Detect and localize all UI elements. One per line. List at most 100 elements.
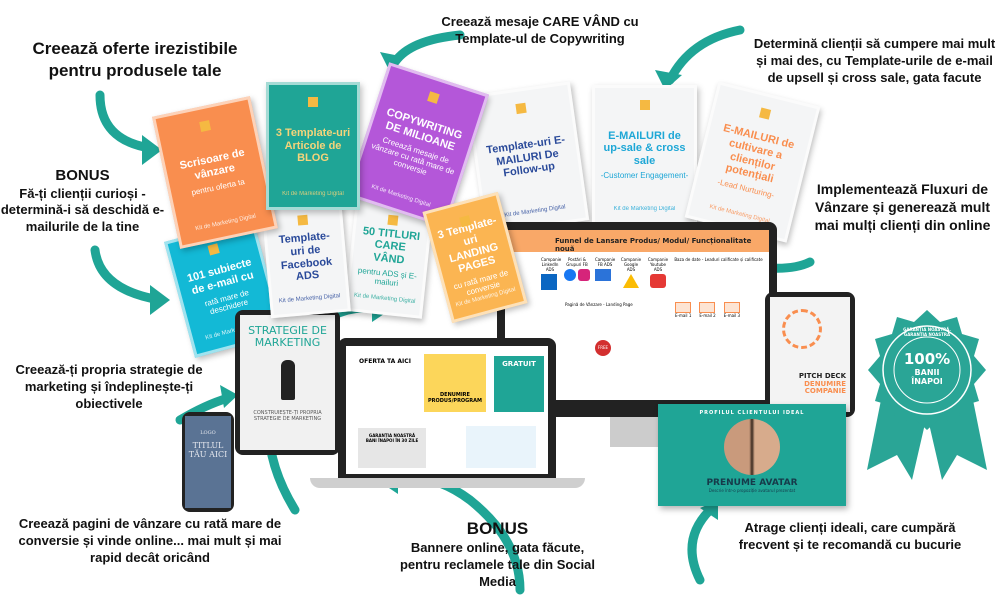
logo-icon xyxy=(639,100,650,110)
channel-fb-ads: Campanie FB ADS xyxy=(595,257,615,290)
book-title: 50 TITLURI CARE VÂND xyxy=(362,224,421,267)
laptop-base xyxy=(310,478,585,488)
banner-product: DENUMIRE PRODUS/PROGRAM xyxy=(424,354,486,412)
book-title: Template-uri E-MAILURI De Follow-up xyxy=(485,133,566,180)
arrow-icon xyxy=(90,245,165,305)
bonus-title: BONUS xyxy=(466,519,529,538)
gear-bulb-icon xyxy=(782,309,822,349)
envelope-icon xyxy=(723,302,740,313)
funnel-channels: Campanie LinkedIn ADS Postări & Grupuri … xyxy=(505,252,769,295)
channel-label: Campanie LinkedIn ADS xyxy=(541,257,562,272)
badge-ribbon-icon xyxy=(867,310,987,480)
book-footer: Kit de Marketing Digital xyxy=(613,206,676,212)
email-label: E-mail 2 xyxy=(699,313,716,318)
email-sequence: E-mail 1 E-mail 2 E-mail 3 xyxy=(675,302,740,318)
logo-icon xyxy=(297,214,309,226)
channel-label: Campanie Google ADS xyxy=(620,257,642,272)
channel-label: Campanie Youtube ADS xyxy=(647,257,669,272)
tablet-strategy: STRATEGIE DE MARKETING CONSTRUIEȘTE-ȚI P… xyxy=(235,310,340,455)
envelope-icon xyxy=(699,302,716,313)
badge-percent: 100% xyxy=(903,350,951,368)
avatar-photo xyxy=(724,419,780,475)
instagram-icon xyxy=(578,269,590,281)
ad-icon xyxy=(595,269,611,281)
badge-ring-text: GARANȚIA NOASTRĂ. GARANȚIA NOASTRĂ xyxy=(903,327,951,337)
caption-strategy: Creează-ți propria strategie de marketin… xyxy=(15,362,203,411)
email-label: E-mail 1 xyxy=(675,313,692,318)
free-badge: FREE xyxy=(595,340,611,356)
envelope-icon xyxy=(675,302,691,313)
channel-google-ads: Campanie Google ADS xyxy=(620,257,642,290)
book-footer: Kit de Marketing Digital xyxy=(370,183,432,209)
caption-offers: Creează oferte irezistibile pentru produ… xyxy=(32,39,238,81)
channel-label: Campanie FB ADS xyxy=(595,257,616,267)
book-footer: Kit de Marketing Digital xyxy=(353,292,416,305)
book-footer: Kit de Marketing Digital xyxy=(282,191,344,197)
channel-youtube: Campanie Youtube ADS xyxy=(647,257,669,290)
banner-offer: OFERTA TA AICI xyxy=(359,358,411,365)
arrow-icon xyxy=(95,90,155,153)
avatar-slide: PROFILUL CLIENTULUI IDEAL PRENUME AVATAR… xyxy=(658,404,846,506)
arrow-icon xyxy=(687,505,715,585)
channel-label: Postări & Grupuri FB xyxy=(566,257,588,267)
email-label: E-mail 3 xyxy=(723,313,741,318)
bonus-text: Fă-ți clienții curioși - determină-i să … xyxy=(0,185,165,235)
book-title: E-MAILURI de up-sale & cross sale xyxy=(603,129,686,167)
logo-icon xyxy=(199,120,212,132)
book-footer: Kit de Marketing Digital xyxy=(194,213,257,233)
pitch-company: DENUMIRE COMPANIE xyxy=(804,379,846,396)
google-ads-icon xyxy=(623,274,639,288)
banner-devices xyxy=(466,426,536,468)
book-lead-nurturing: E-MAILURI de cultivare a clienților pote… xyxy=(684,81,821,243)
caption-funnels: Implementează Fluxuri de Vânzare și gene… xyxy=(814,181,991,234)
bonus-title: BONUS xyxy=(55,167,110,184)
caption-sales-pages: Creează pagini de vânzare cu rată mare d… xyxy=(18,516,282,565)
database-label: Baza de date - Leaduri calificate și cal… xyxy=(674,257,763,262)
chess-king-icon xyxy=(280,360,295,401)
caption-upsell: Determină clienții să cumpere mai mult ș… xyxy=(753,36,996,85)
caption-ideal-clients: Atrage clienți ideali, care cumpără frec… xyxy=(738,520,962,552)
landing-page-node: Pagină de Vânzare - Landing Page xyxy=(565,302,633,307)
banner-free: GRATUIT xyxy=(494,356,544,412)
pitch-title: PITCH DECK xyxy=(798,371,846,380)
arrow-icon xyxy=(665,25,745,85)
channel-facebook: Postări & Grupuri FB xyxy=(564,257,590,290)
phone-logo: LOGO xyxy=(200,430,216,436)
logo-icon xyxy=(758,107,771,120)
banner-guarantee: GARANȚIA NOASTRĂ BANI ÎNAPOI ÎN 30 ZILE xyxy=(358,428,426,468)
book-footer: Kit de Marketing Digital xyxy=(504,204,566,219)
avatar-description: Descrie într-o propoziție avatarul preze… xyxy=(708,488,796,493)
phone-title: TITLUL TĂU AICI xyxy=(188,441,228,459)
linkedin-icon xyxy=(541,274,557,290)
channel-linkedin: Campanie LinkedIn ADS xyxy=(541,257,562,290)
book-subtitle: -Customer Engagement- xyxy=(600,171,689,181)
caption-copywriting: Creează mesaje CARE VÂND cu Template-ul … xyxy=(441,14,639,46)
avatar-arc-title: PROFILUL CLIENTULUI IDEAL xyxy=(699,410,805,416)
email-node: E-mail 3 xyxy=(723,302,741,318)
email-node: E-mail 2 xyxy=(699,302,716,318)
laptop: OFERTA TA AICI DENUMIRE PRODUS/PROGRAM G… xyxy=(338,338,556,478)
avatar-name: PRENUME AVATAR xyxy=(706,478,798,488)
bonus-text: Bannere online, gata făcute, pentru recl… xyxy=(399,540,596,589)
book-title: 3 Template-uri Articole de BLOG xyxy=(275,127,351,165)
book-footer: Kit de Marketing Digital xyxy=(278,293,341,305)
book-subtitle: pentru ADS și E-mailuri xyxy=(357,266,418,289)
logo-icon xyxy=(207,243,220,256)
logo-icon xyxy=(426,91,440,104)
money-back-badge: 100% BANII ÎNAPOI GARANȚIA NOASTRĂ. GARA… xyxy=(862,305,992,485)
funnel-title: Funnel de Lansare Produs/ Modul/ Funcțio… xyxy=(505,230,769,253)
book-title: Template-uri de Facebook ADS xyxy=(278,230,333,284)
book-blog: 3 Template-uri Articole de BLOG Kit de Ma… xyxy=(266,82,360,210)
logo-icon xyxy=(387,214,399,226)
phone-landing: LOGO TITLUL TĂU AICI xyxy=(182,412,234,512)
book-upsell-emails: E-MAILURI de up-sale & cross sale -Custom… xyxy=(592,85,697,225)
logo-icon xyxy=(514,102,527,115)
badge-line2: ÎNAPOI xyxy=(911,377,943,386)
caption-bonus-banners: BONUS Bannere online, gata făcute, pentru… xyxy=(390,518,605,591)
email-node: E-mail 1 xyxy=(675,302,691,318)
strategy-subtitle: CONSTRUIEȘTE-ȚI PROPRIA STRATEGIE DE MAR… xyxy=(253,410,322,423)
youtube-icon xyxy=(650,274,666,288)
